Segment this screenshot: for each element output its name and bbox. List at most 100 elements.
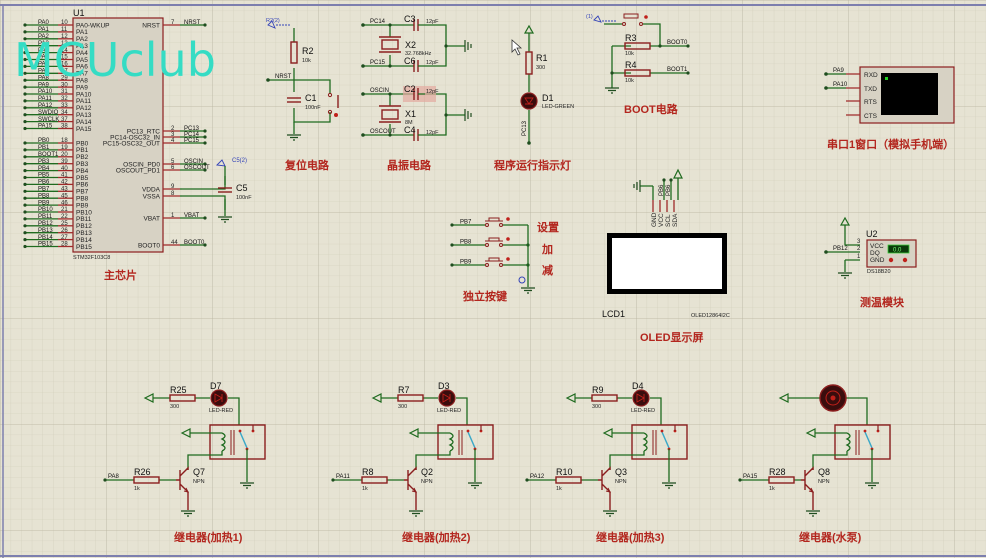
x2-ref: X2 xyxy=(405,40,416,50)
relay-title: 继电器(加热2) xyxy=(402,530,471,544)
net-label: PC15 xyxy=(184,138,200,144)
temp-down-button[interactable] xyxy=(888,257,894,263)
r2-value: 10k xyxy=(302,58,311,64)
reset-button[interactable] xyxy=(327,92,339,117)
crystal-circuit[interactable]: PC14 PC15 C3 12pF X2 32.768kHz C6 12pF O… xyxy=(361,14,472,172)
key-pb7[interactable]: PB7 xyxy=(450,217,528,227)
reset-circuit[interactable]: R2(2) R2 10k C1 100nF NRST 复位电路 xyxy=(266,18,339,172)
npn-transistor xyxy=(801,466,814,510)
d1-ref: D1 xyxy=(542,93,554,103)
resistor-ref: R28 xyxy=(769,467,786,477)
net-label: PA10 xyxy=(38,89,53,95)
oled-scl-pin: SCL xyxy=(665,214,672,227)
relay-body xyxy=(834,424,891,460)
pin-number: 25 xyxy=(61,221,68,227)
pin-number: 40 xyxy=(61,166,68,172)
temp-sensor[interactable]: U2 PB12 3 2 1 VCC DQ GND 0.0 DS18B20 测温模… xyxy=(824,216,917,309)
temp-display xyxy=(887,244,910,254)
pin-name: PB12 xyxy=(76,223,92,230)
dq-pin-label: DQ xyxy=(870,250,880,257)
uart-terminal[interactable]: PA9 PA10 RXD TXD RTS CTS 串口1窗口（模拟手机端） xyxy=(824,66,955,151)
base-resistor xyxy=(768,476,795,484)
relay-body xyxy=(631,424,688,460)
mouse-cursor-icon xyxy=(511,39,523,56)
terminal-screen[interactable] xyxy=(881,73,938,115)
pin-name: PA3 xyxy=(76,43,88,50)
relay-switch xyxy=(467,431,476,449)
boot-power-label: (1) xyxy=(586,14,593,20)
resistor-value: 1k xyxy=(769,486,775,492)
pin-name: PC14-OSC32_IN xyxy=(110,134,160,141)
net-label: PA12 xyxy=(530,474,545,480)
reset-power-label: R2(2) xyxy=(266,18,280,24)
pin-name: PB9 xyxy=(76,202,89,209)
pin-number: 12 xyxy=(61,34,68,40)
key-pb9[interactable]: PB9 xyxy=(450,257,530,267)
oled-display[interactable]: PB6 PB6 GND VCC SCL SDA LCD1 OLED12864I2… xyxy=(602,168,730,344)
boot-circuit[interactable]: (1) R3 10k R4 10k BOOT0 BOOT1 BOOT电路 xyxy=(586,13,690,116)
run-led-circuit[interactable]: R1 300 D1 LED-GREEN PC13 程序运行指示灯 xyxy=(494,24,574,172)
pin-number: 15 xyxy=(61,55,68,61)
net-label: PB7 xyxy=(38,187,50,193)
relay-title: 继电器(加热3) xyxy=(596,530,665,544)
net-label: PB14 xyxy=(38,235,53,241)
boot-button[interactable] xyxy=(622,13,648,26)
net-label: PA3 xyxy=(38,41,50,47)
pin-number: 3 xyxy=(857,239,861,245)
pin-name: BOOT0 xyxy=(138,242,160,249)
temp-up-button[interactable] xyxy=(902,257,908,263)
c5-capacitor[interactable]: C5(2) C5 100nF xyxy=(182,158,252,223)
resistor-ref: R10 xyxy=(556,467,573,477)
